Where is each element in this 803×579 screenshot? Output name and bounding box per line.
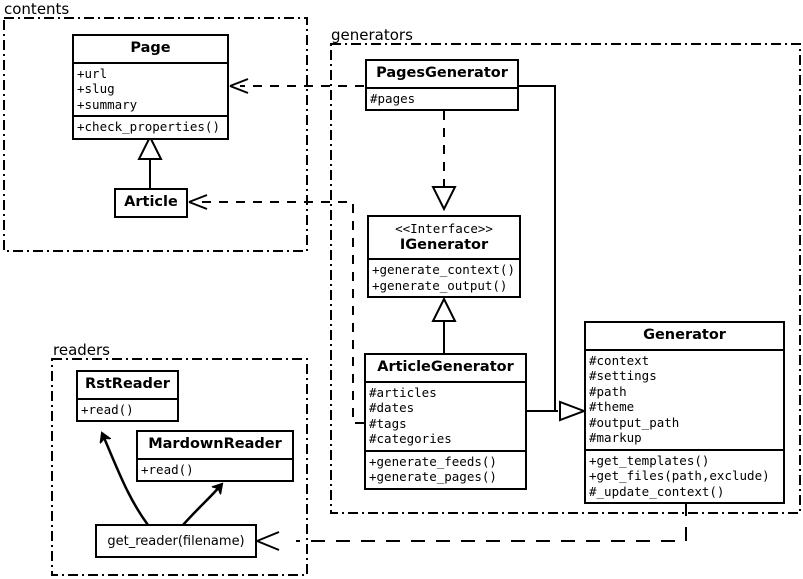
method-item: +read() [141, 461, 194, 477]
class-methods-generator: +get_templates() +get_files(path,exclude… [586, 448, 783, 503]
attribute-item: #context [589, 352, 650, 368]
class-box-igenerator[interactable]: <<Interface>> IGenerator +generate_conte… [367, 215, 521, 299]
function-box-get-reader[interactable]: get_reader(filename) [95, 524, 257, 558]
method-item: +generate_pages() [369, 469, 497, 485]
class-name-page: Page [130, 40, 171, 56]
class-box-article[interactable]: Article [114, 188, 188, 218]
class-name-igenerator: <<Interface>> IGenerator [369, 217, 519, 258]
attribute-item: #categories [369, 431, 452, 447]
attribute-item: #pages [370, 90, 416, 106]
relation-pagesgenerator-to-page [229, 78, 364, 94]
relation-getreader-to-mardownreader [182, 484, 222, 526]
class-box-mardownreader[interactable]: MardownReader +read() [136, 430, 294, 483]
method-item: #_update_context() [589, 483, 725, 499]
class-name-articlegenerator: ArticleGenerator [377, 359, 514, 375]
class-attributes-page: +url +slug +summary [74, 61, 227, 116]
class-attributes-generator: #context #settings #path #theme #output_… [586, 348, 783, 449]
method-item: +generate_context() [372, 262, 515, 278]
class-attributes-articlegenerator: #articles #dates #tags #categories [366, 380, 525, 450]
attribute-item: #markup [589, 430, 642, 446]
class-attributes-pagesgenerator: #pages [367, 86, 517, 110]
method-item: +read() [81, 401, 134, 417]
class-name-article: Article [124, 194, 178, 210]
relation-articlegenerator-to-generator [527, 400, 587, 422]
method-item: +generate_feeds() [369, 453, 497, 469]
attribute-item: +summary [77, 96, 138, 112]
attribute-item: #path [589, 383, 627, 399]
class-box-generator[interactable]: Generator #context #settings #path #them… [584, 321, 785, 505]
relation-generator-to-getreader [256, 502, 687, 551]
method-item: +get_templates() [589, 452, 710, 468]
class-methods-mardownreader: +read() [138, 457, 292, 481]
package-label-readers: readers [53, 341, 110, 359]
attribute-item: +url [77, 65, 108, 81]
attribute-item: #theme [589, 399, 635, 415]
class-methods-rstreader: +read() [78, 397, 177, 421]
class-box-pagesgenerator[interactable]: PagesGenerator #pages [365, 59, 519, 112]
class-box-rstreader[interactable]: RstReader +read() [76, 370, 179, 423]
class-box-articlegenerator[interactable]: ArticleGenerator #articles #dates #tags … [364, 353, 527, 490]
function-label-get-reader: get_reader(filename) [107, 533, 245, 549]
package-label-contents: contents [4, 0, 70, 18]
attribute-item: #dates [369, 400, 415, 416]
method-item: +get_files(path,exclude) [589, 468, 770, 484]
package-label-generators: generators [331, 26, 413, 44]
class-name-generator: Generator [643, 327, 726, 343]
method-item: +generate_output() [372, 277, 508, 293]
attribute-item: #output_path [589, 414, 680, 430]
method-item: +check_properties() [77, 119, 220, 135]
attribute-item: +slug [77, 81, 115, 97]
class-name-pagesgenerator: PagesGenerator [376, 65, 508, 81]
class-name-rstreader: RstReader [85, 376, 170, 392]
class-name-text-igenerator: IGenerator [399, 236, 489, 253]
relation-pagesgenerator-to-igenerator [431, 111, 457, 212]
relation-articlegenerator-to-igenerator [431, 296, 457, 355]
class-stereotype-igenerator: <<Interface>> [395, 221, 493, 236]
attribute-item: #articles [369, 384, 437, 400]
relation-articlegenerator-to-article [188, 194, 364, 424]
class-methods-articlegenerator: +generate_feeds() +generate_pages() [366, 449, 525, 488]
attribute-item: #settings [589, 368, 657, 384]
class-name-mardownreader: MardownReader [148, 436, 282, 452]
attribute-item: #tags [369, 415, 407, 431]
relation-article-to-page [137, 134, 163, 188]
class-box-page[interactable]: Page +url +slug +summary +check_properti… [72, 34, 229, 140]
class-methods-igenerator: +generate_context() +generate_output() [369, 258, 519, 296]
class-methods-page: +check_properties() [74, 115, 227, 138]
